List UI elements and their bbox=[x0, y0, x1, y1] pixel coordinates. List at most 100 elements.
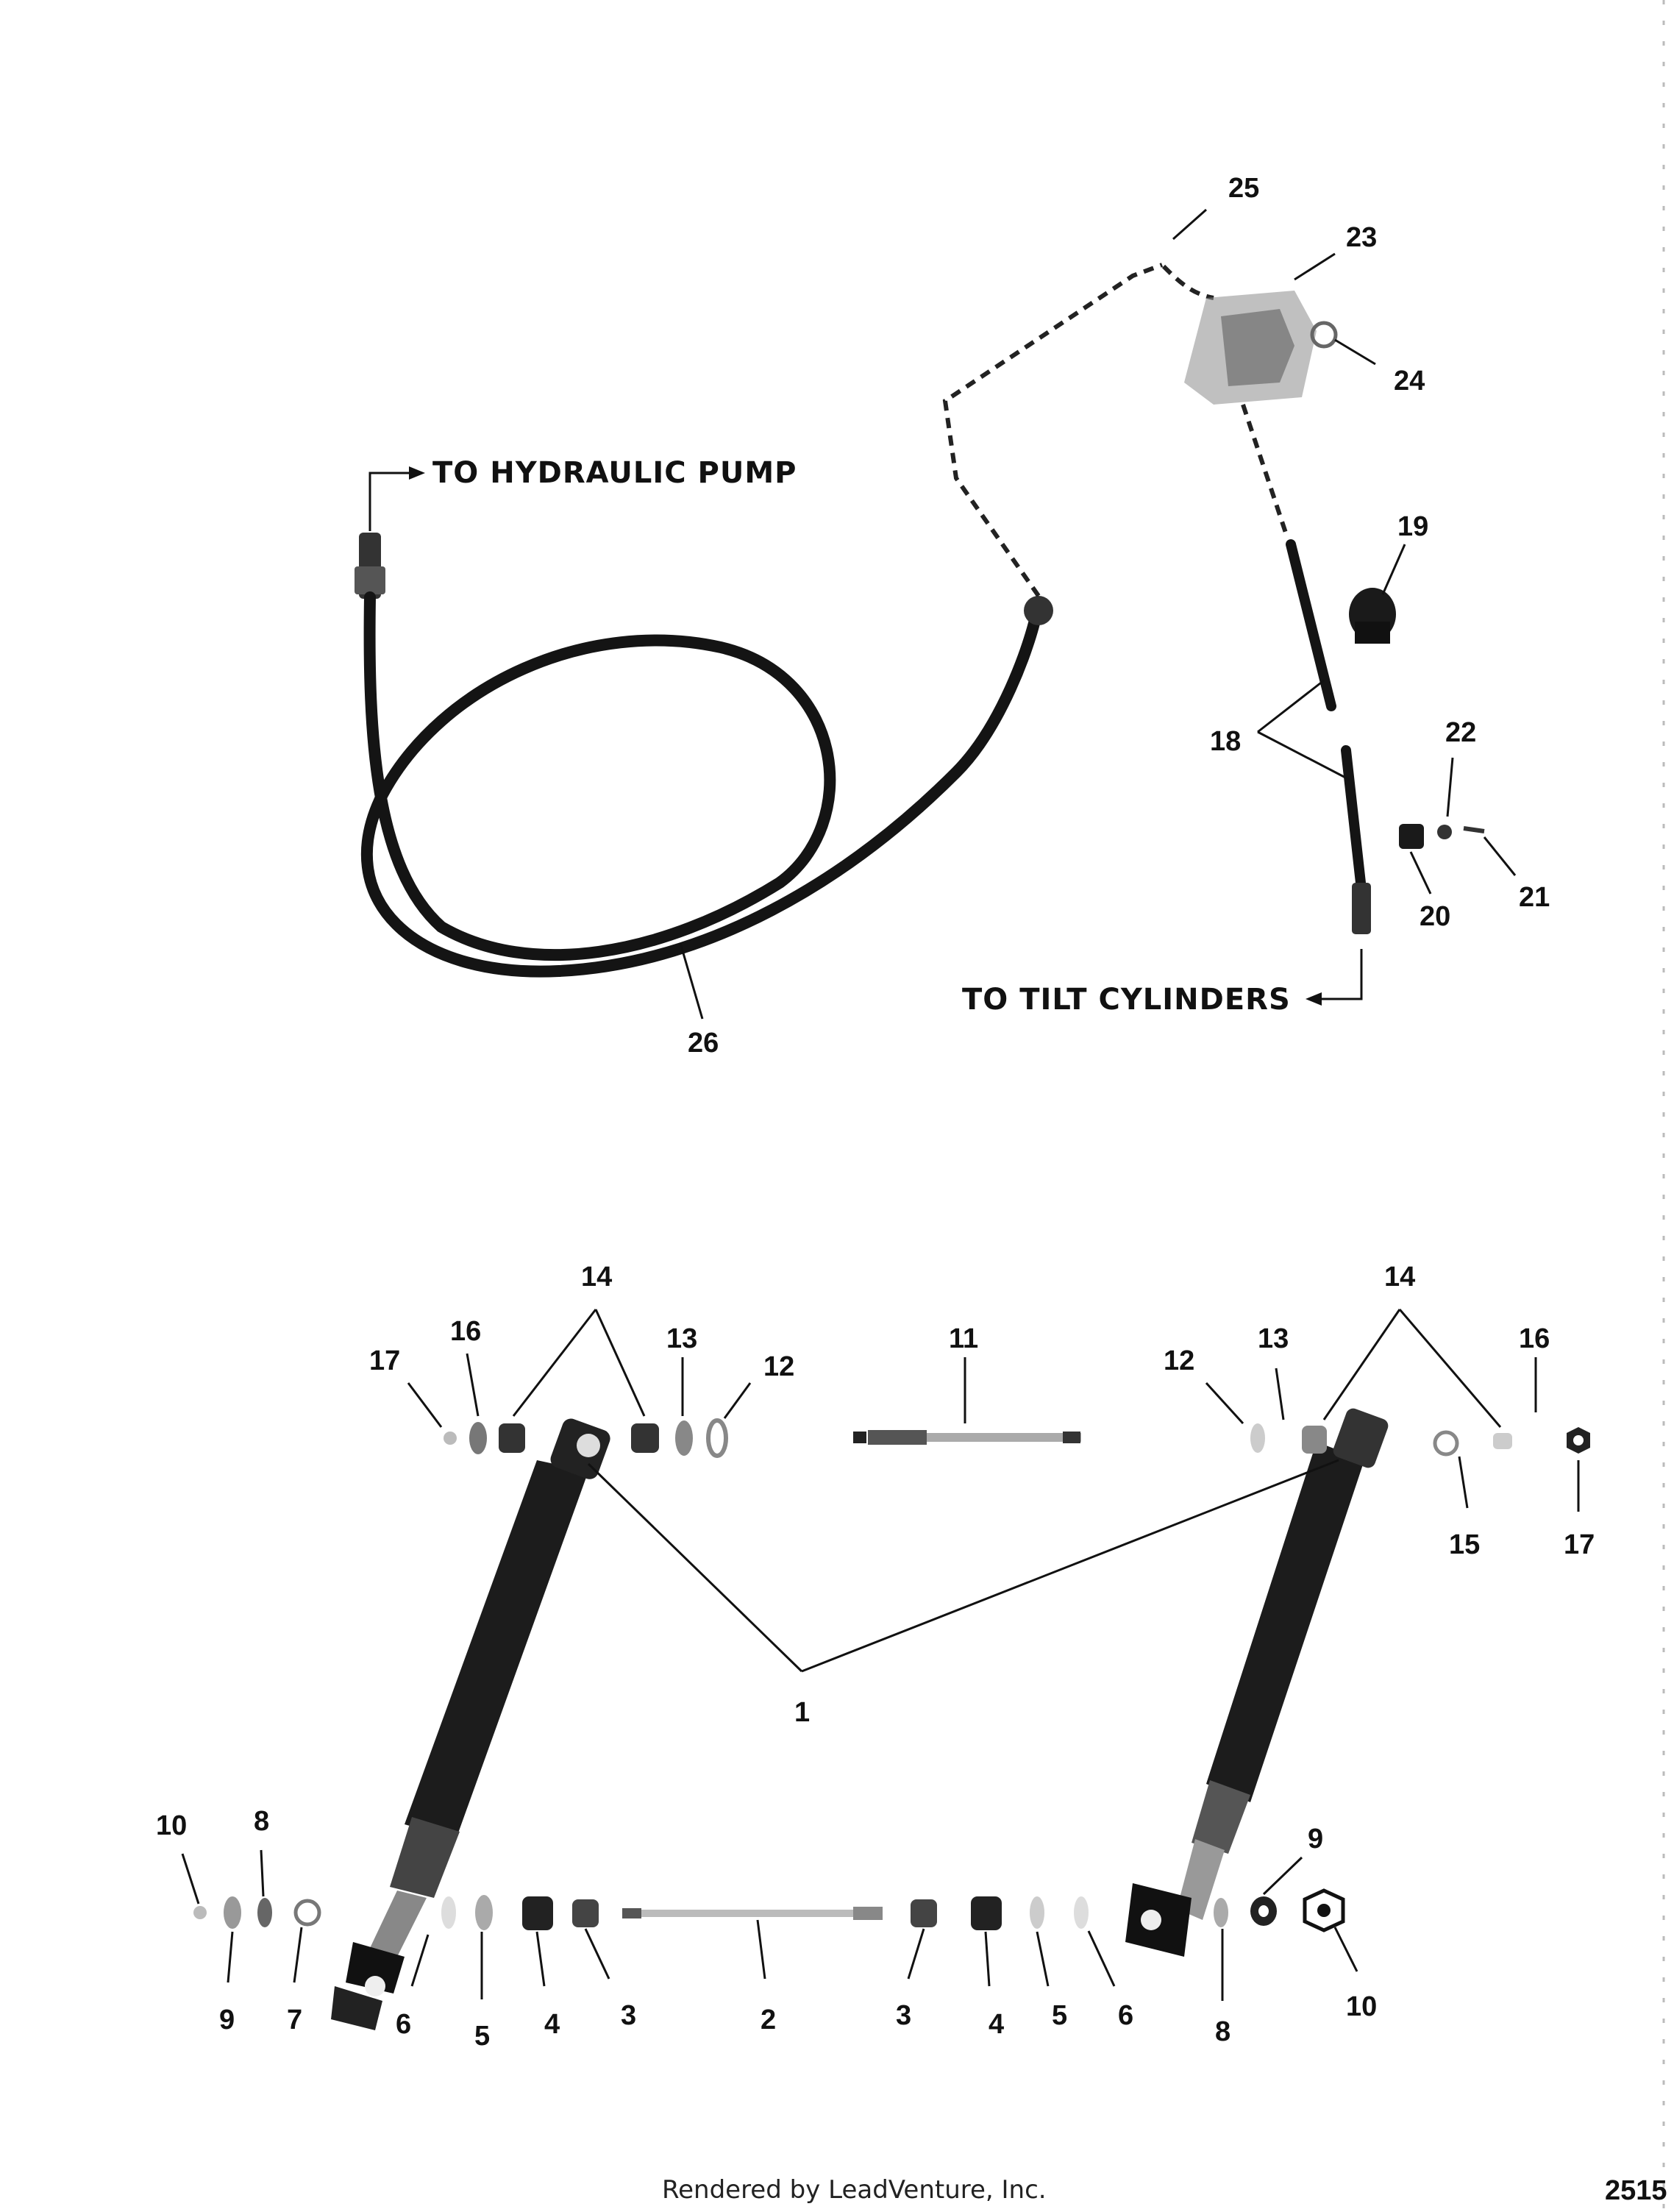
leader-1b bbox=[801, 1459, 1339, 1673]
washer-5-left bbox=[475, 1895, 493, 1930]
label-6-right: 6 bbox=[1118, 2000, 1133, 2031]
label-4-left: 4 bbox=[544, 2009, 560, 2040]
washer-6-right bbox=[1074, 1896, 1089, 1929]
leader-23 bbox=[1294, 252, 1336, 281]
pump-arrow-head bbox=[409, 466, 425, 480]
nut-10-left bbox=[193, 1906, 207, 1919]
leader-14b1 bbox=[1322, 1309, 1401, 1420]
leader-18a bbox=[1257, 679, 1325, 733]
label-16-right: 16 bbox=[1519, 1323, 1550, 1354]
leader-8a bbox=[260, 1849, 265, 1897]
label-15: 15 bbox=[1449, 1529, 1480, 1560]
label-3-right: 3 bbox=[896, 2000, 911, 2031]
bushing-14-left-b bbox=[631, 1423, 659, 1453]
label-18: 18 bbox=[1210, 726, 1241, 757]
fitting-23 bbox=[1184, 291, 1317, 405]
leader-3a bbox=[584, 1928, 610, 1980]
leader-12b bbox=[1205, 1381, 1244, 1425]
washer-7 bbox=[293, 1899, 321, 1927]
label-6-left: 6 bbox=[396, 2009, 411, 2040]
leader-5b bbox=[1036, 1931, 1050, 1987]
hose-26 bbox=[360, 591, 1043, 978]
label-1: 1 bbox=[794, 1697, 810, 1728]
pump-fitting-nut bbox=[355, 566, 385, 594]
label-9-right: 9 bbox=[1308, 1824, 1323, 1854]
hose-dashed-lower bbox=[1241, 404, 1289, 538]
washer-9-left bbox=[224, 1896, 241, 1929]
tilt-fitting bbox=[1352, 883, 1371, 934]
pump-arrow bbox=[368, 472, 412, 531]
washer-12-right bbox=[1250, 1423, 1265, 1453]
leader-7 bbox=[293, 1927, 303, 1983]
label-14-right: 14 bbox=[1384, 1262, 1415, 1292]
washer-12-left bbox=[706, 1418, 728, 1458]
washer-8-right bbox=[1214, 1898, 1228, 1927]
leader-1a bbox=[587, 1462, 803, 1673]
leader-17a bbox=[407, 1382, 443, 1428]
tilt-cylinder-assembly bbox=[181, 1309, 1590, 2030]
leader-14a2 bbox=[594, 1309, 646, 1417]
bushing-3-left bbox=[572, 1899, 599, 1927]
nut-17-right bbox=[1567, 1427, 1590, 1454]
cap-19 bbox=[1349, 588, 1396, 644]
label-12-right: 12 bbox=[1164, 1345, 1194, 1376]
leader-10b bbox=[1333, 1927, 1358, 1972]
leader-26 bbox=[679, 942, 704, 1020]
leader-9a bbox=[227, 1931, 234, 1983]
hose-dashed-bend bbox=[1161, 264, 1214, 300]
bushing-16-right bbox=[1493, 1433, 1512, 1449]
washer-8-left bbox=[257, 1898, 272, 1927]
leader-14a1 bbox=[512, 1309, 597, 1417]
leader-6a bbox=[410, 1934, 430, 1987]
screw-21 bbox=[1463, 826, 1485, 833]
leader-12a bbox=[723, 1382, 752, 1419]
label-17-left: 17 bbox=[369, 1345, 400, 1376]
label-5-left: 5 bbox=[474, 2021, 490, 2052]
label-11: 11 bbox=[949, 1323, 978, 1354]
washer-9-right bbox=[1250, 1896, 1277, 1926]
shaft-11 bbox=[853, 1430, 1081, 1445]
bushing-13-right bbox=[1302, 1426, 1327, 1454]
leader-3b bbox=[907, 1928, 925, 1980]
label-17-right: 17 bbox=[1564, 1529, 1595, 1560]
hose-assembly bbox=[355, 208, 1517, 1020]
leader-6b bbox=[1087, 1930, 1116, 1987]
leader-2 bbox=[756, 1919, 766, 1980]
label-3-left: 3 bbox=[621, 2000, 636, 2031]
washer-15-right bbox=[1433, 1430, 1459, 1457]
washer-5-right bbox=[1030, 1896, 1044, 1929]
label-25: 25 bbox=[1228, 173, 1259, 204]
label-24: 24 bbox=[1394, 366, 1425, 396]
tilt-arrow-head bbox=[1306, 992, 1322, 1006]
shaft-2 bbox=[622, 1907, 883, 1920]
leader-9b bbox=[1262, 1856, 1303, 1896]
label-16-left: 16 bbox=[450, 1316, 481, 1347]
label-20: 20 bbox=[1420, 901, 1450, 932]
label-2: 2 bbox=[761, 2005, 776, 2035]
label-12-left: 12 bbox=[763, 1351, 794, 1382]
label-4-right: 4 bbox=[989, 2009, 1004, 2040]
leader-16a bbox=[466, 1353, 480, 1417]
leader-20 bbox=[1409, 851, 1432, 895]
washer-6-left bbox=[441, 1896, 456, 1929]
hose-26-fitting bbox=[1024, 596, 1053, 625]
bushing-14-left-a bbox=[499, 1423, 525, 1453]
label-13-right: 13 bbox=[1258, 1323, 1289, 1354]
leader-24 bbox=[1334, 338, 1376, 366]
leader-22 bbox=[1446, 757, 1454, 817]
bushing-3-right bbox=[911, 1899, 937, 1927]
hose-18-lower bbox=[1341, 745, 1366, 888]
label-10-right: 10 bbox=[1346, 1991, 1377, 2022]
leader-19 bbox=[1381, 544, 1406, 595]
label-13-left: 13 bbox=[666, 1323, 697, 1354]
footer-credit: Rendered by LeadVenture, Inc. bbox=[662, 2175, 1047, 2205]
leader-21 bbox=[1483, 836, 1517, 876]
label-26: 26 bbox=[688, 1028, 719, 1059]
leader-18b bbox=[1257, 730, 1350, 781]
cylinder-right bbox=[1125, 1408, 1389, 1957]
leader-4b bbox=[984, 1931, 991, 1987]
page-number: 2515 bbox=[1605, 2175, 1667, 2206]
hose-dashed-upper bbox=[942, 263, 1164, 597]
label-22: 22 bbox=[1445, 717, 1476, 748]
washer-13-left bbox=[675, 1420, 693, 1456]
